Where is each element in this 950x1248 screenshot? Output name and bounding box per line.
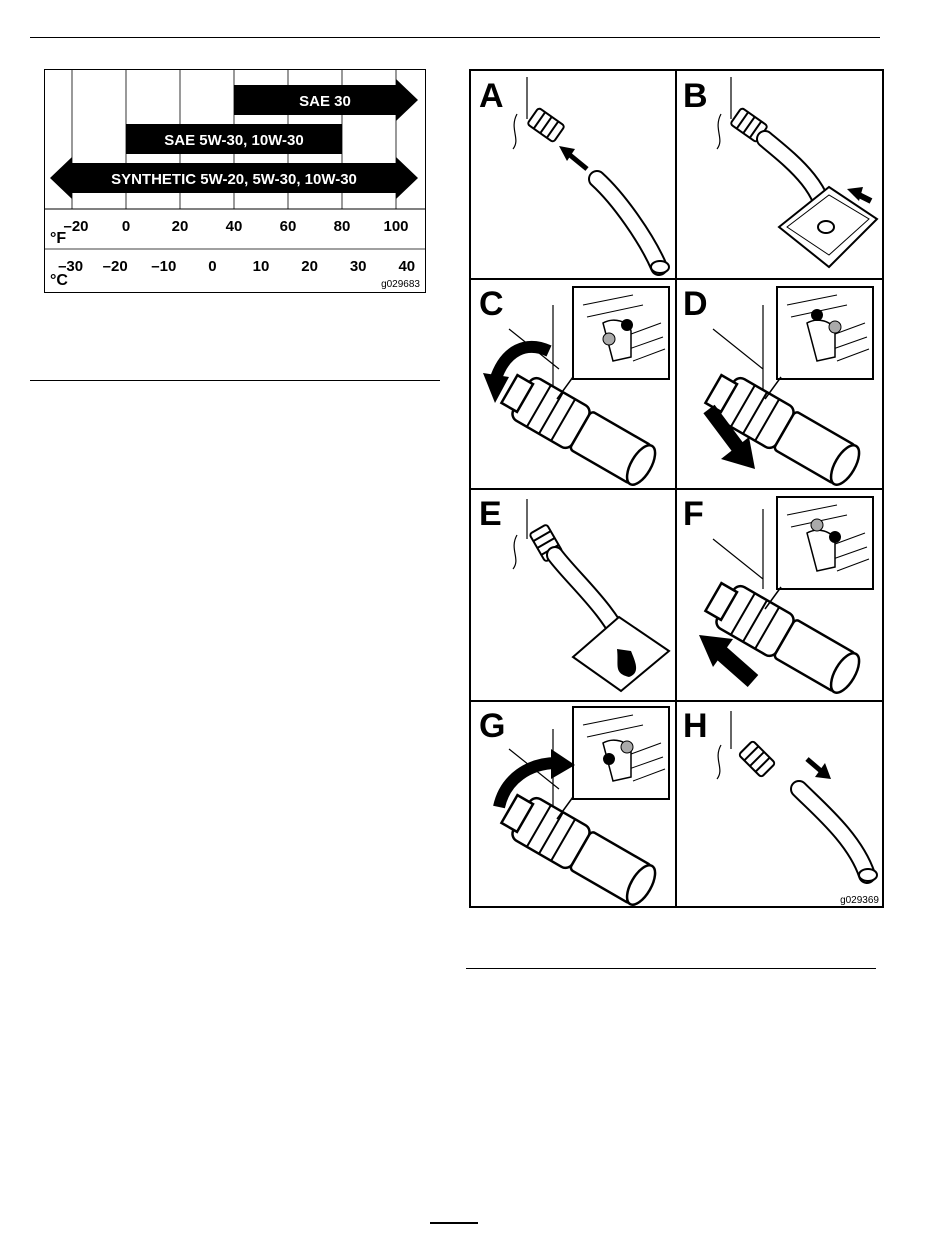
celsius-tick-5: 20 — [301, 258, 318, 275]
top-rule — [30, 37, 880, 38]
celsius-tick-1: –20 — [103, 258, 128, 275]
celsius-tick-2: –10 — [151, 258, 176, 275]
panel-label-g: G — [479, 707, 505, 745]
panel-label-d: D — [683, 285, 708, 323]
celsius-tick-3: 0 — [208, 258, 216, 275]
panel-label-h: H — [683, 707, 708, 745]
oil-drain-hose-figure: A B C D E F G H g029369 — [469, 69, 884, 908]
fahrenheit-tick-1: 0 — [122, 218, 130, 235]
fahrenheit-tick-5: 80 — [334, 218, 351, 235]
fahrenheit-tick-4: 60 — [280, 218, 297, 235]
fahrenheit-tick-0: –20 — [63, 218, 88, 235]
fahrenheit-symbol: °F — [50, 230, 66, 247]
panel-label-a: A — [479, 77, 504, 115]
panel-label-c: C — [479, 285, 504, 323]
bar-label-1: SAE 5W-30, 10W-30 — [164, 132, 303, 149]
section-divider-right — [466, 968, 876, 969]
hose-figure-svg: A B C D E F G H g029369 — [469, 69, 884, 908]
celsius-symbol: °C — [50, 272, 68, 289]
panel-label-e: E — [479, 495, 502, 533]
bar-label-0: SAE 30 — [299, 93, 351, 110]
fahrenheit-tick-6: 100 — [383, 218, 408, 235]
fahrenheit-tick-3: 40 — [226, 218, 243, 235]
fahrenheit-tick-2: 20 — [172, 218, 189, 235]
page-number-mark — [430, 1222, 478, 1224]
section-divider-left — [30, 380, 440, 381]
panel-label-b: B — [683, 77, 708, 115]
chart-code: g029683 — [381, 279, 420, 290]
celsius-tick-4: 10 — [253, 258, 270, 275]
figure-code: g029369 — [840, 895, 879, 906]
bar-label-2: SYNTHETIC 5W-20, 5W-30, 10W-30 — [111, 171, 357, 188]
panel-label-f: F — [683, 495, 704, 533]
celsius-tick-6: 30 — [350, 258, 367, 275]
celsius-tick-7: 40 — [398, 258, 415, 275]
